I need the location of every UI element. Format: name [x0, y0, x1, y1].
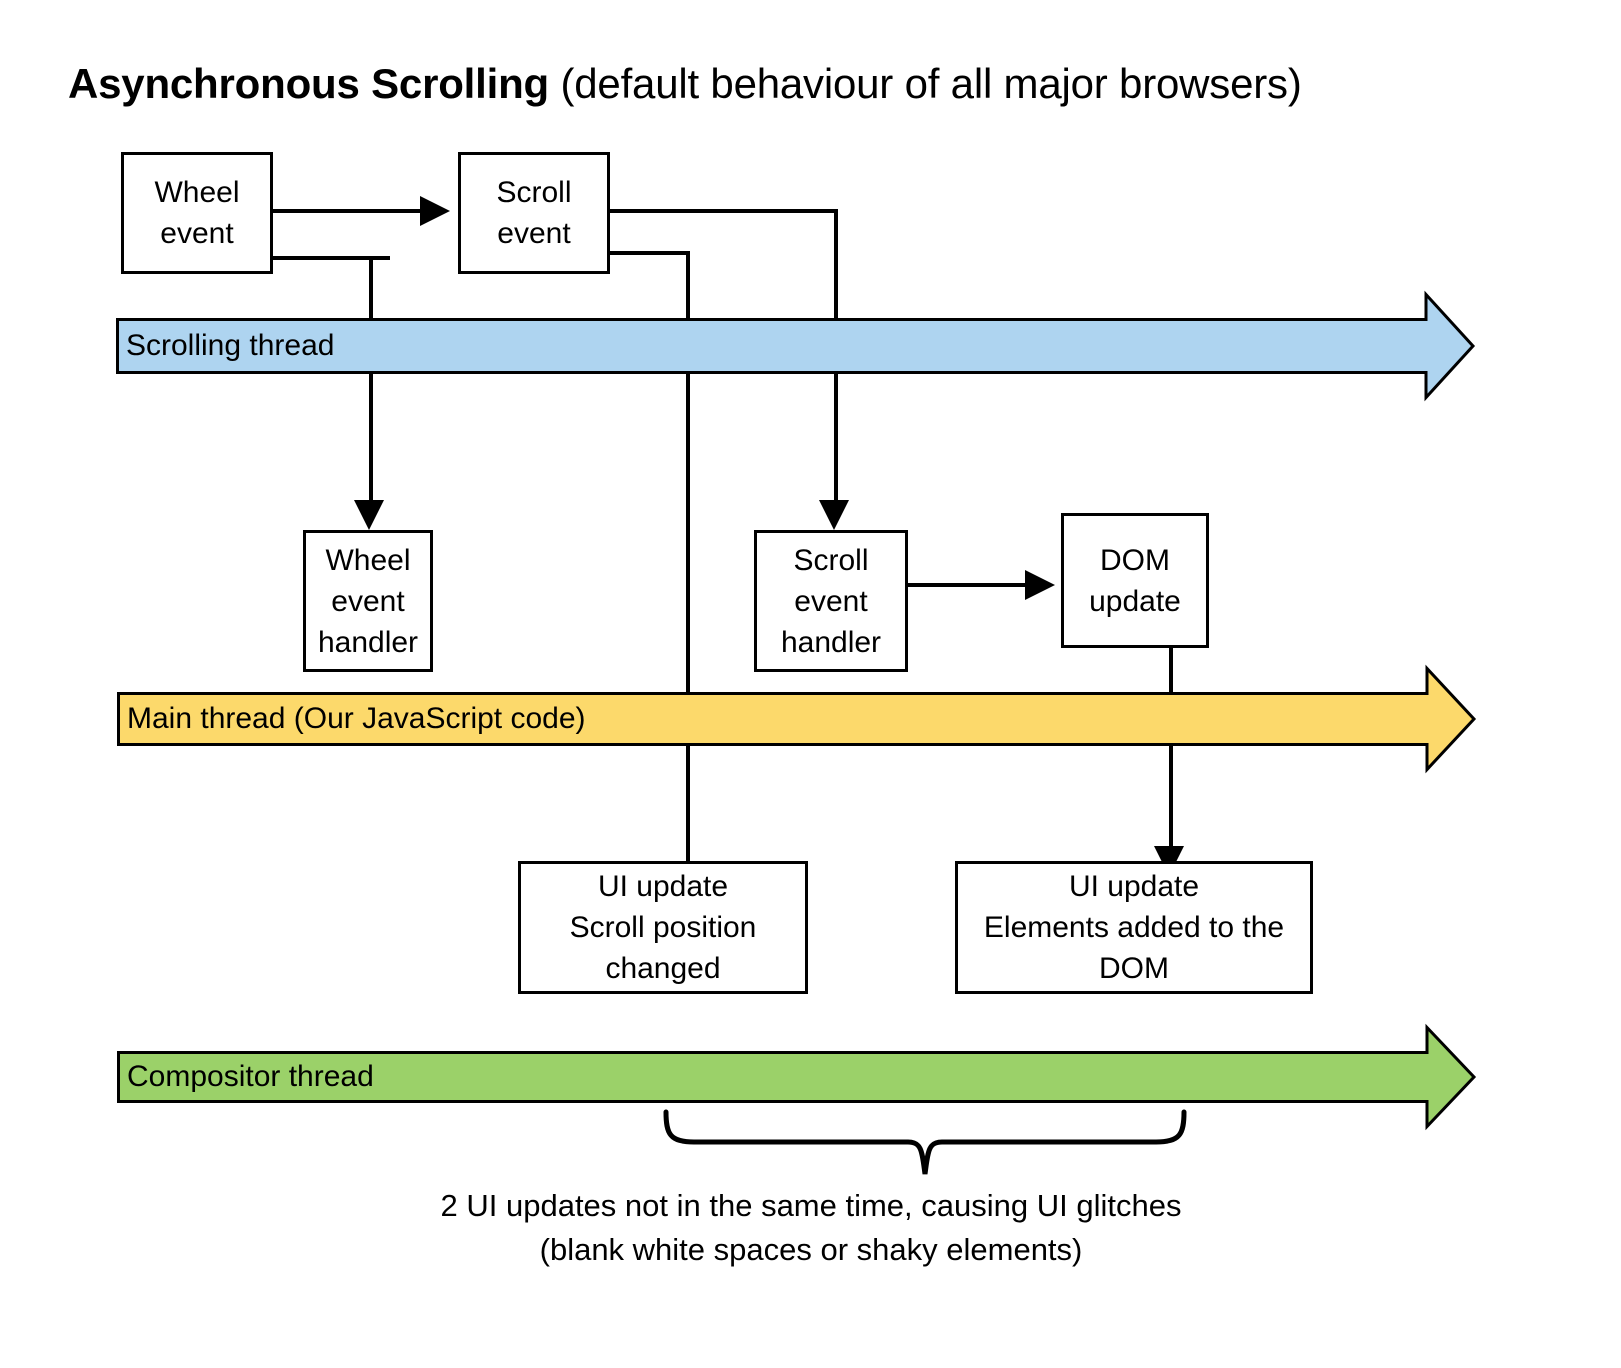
connector-scroll-to-handler-h — [608, 209, 838, 213]
main-thread-bar: Main thread (Our JavaScript code) — [117, 664, 1477, 774]
arrowhead-scroll-to-handler — [819, 500, 849, 530]
compositor-thread-bar: Compositor thread — [117, 1023, 1477, 1131]
compositor-thread-label: Compositor thread — [127, 1060, 374, 1093]
connector-wheel-to-handler-v — [369, 256, 373, 504]
connector-handler-to-dom-h — [908, 583, 1028, 587]
arrowhead-wheel-to-scroll — [420, 196, 450, 226]
box-ui-update-elements-added[interactable]: UI update Elements added to the DOM — [955, 861, 1313, 994]
connector-wheel-to-handler-h — [271, 256, 390, 260]
box-dom-update[interactable]: DOM update — [1061, 513, 1209, 648]
box-scroll-event[interactable]: Scroll event — [458, 152, 610, 274]
scrolling-thread-bar: Scrolling thread — [116, 290, 1476, 402]
scrolling-thread-label: Scrolling thread — [126, 329, 335, 362]
title-rest-part: (default behaviour of all major browsers… — [549, 60, 1302, 107]
connector-wheel-to-scroll — [271, 209, 423, 213]
title-bold-part: Asynchronous Scrolling — [68, 60, 549, 107]
arrowhead-handler-to-dom — [1025, 570, 1055, 600]
connector-dom-to-uiupdate-v — [1169, 648, 1173, 851]
page-title: Asynchronous Scrolling (default behaviou… — [68, 58, 1302, 110]
scrolling-thread-arrow-shape — [116, 290, 1476, 402]
box-wheel-event-handler[interactable]: Wheel event handler — [303, 530, 433, 672]
box-wheel-event[interactable]: Wheel event — [121, 152, 273, 274]
connector-scroll-to-uiupdate-v — [686, 251, 690, 864]
compositor-thread-arrow-shape — [117, 1023, 1477, 1131]
box-scroll-event-handler[interactable]: Scroll event handler — [754, 530, 908, 672]
ui-update-gap-brace — [663, 1109, 1187, 1175]
box-ui-update-scroll-position[interactable]: UI update Scroll position changed — [518, 861, 808, 994]
connector-scroll-to-uiupdate-h — [608, 251, 690, 255]
main-thread-label: Main thread (Our JavaScript code) — [127, 702, 586, 735]
arrowhead-wheel-to-handler — [354, 500, 384, 530]
main-thread-arrow-shape — [117, 664, 1477, 774]
glitch-caption: 2 UI updates not in the same time, causi… — [440, 1188, 1182, 1267]
